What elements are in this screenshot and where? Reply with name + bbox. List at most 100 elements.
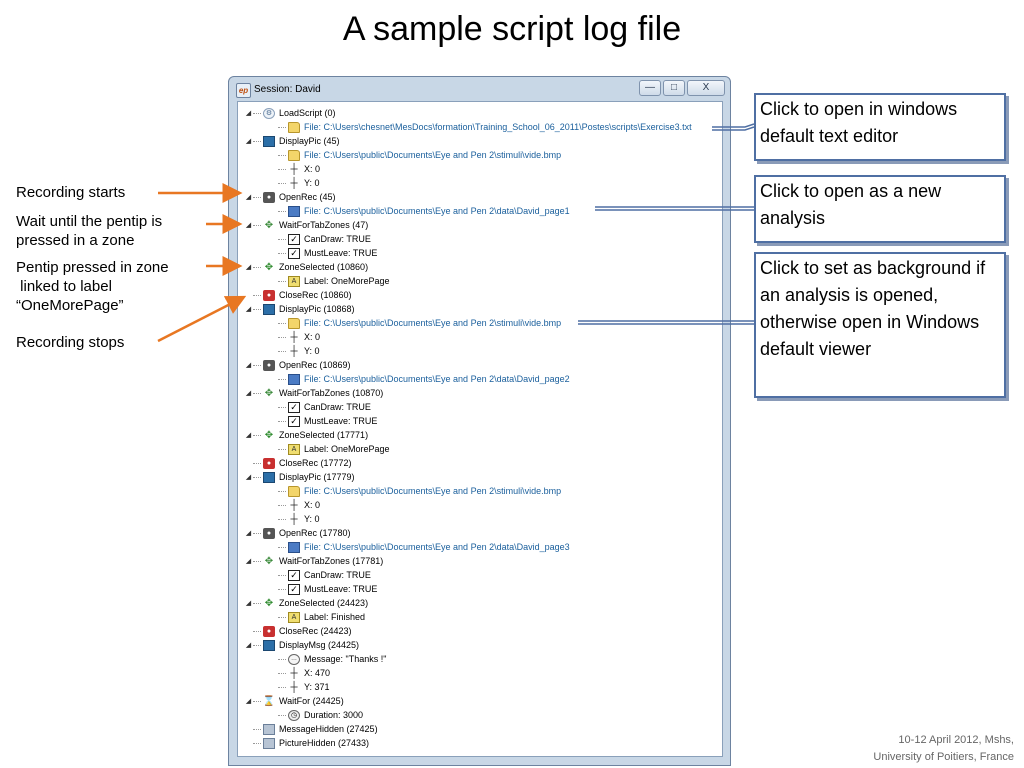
callout-text-editor: Click to open in windows default text ed…	[754, 93, 1006, 161]
expand-arrow-icon[interactable]: ◢	[245, 264, 252, 271]
tree-row-label: File: C:\Users\public\Documents\Eye and …	[304, 542, 570, 552]
tree-row-label: Y: 371	[304, 682, 330, 692]
tree-row[interactable]: ◢●OpenRec (10869)	[244, 358, 351, 372]
expand-arrow-icon[interactable]: ◢	[245, 306, 252, 313]
tree-row[interactable]: ┼Y: 0	[278, 344, 320, 358]
tree-row[interactable]: ●CloseRec (24423)	[244, 624, 352, 638]
tree-row[interactable]: …Message: "Thanks !"	[278, 652, 386, 666]
expand-arrow-icon[interactable]: ◢	[245, 110, 252, 117]
tree-connector	[278, 233, 286, 240]
tree-row[interactable]: ◢✥ZoneSelected (24423)	[244, 596, 368, 610]
tree-row-label: File: C:\Users\public\Documents\Eye and …	[304, 486, 562, 496]
expand-arrow-icon[interactable]: ◢	[245, 698, 252, 705]
tree-connector	[278, 345, 286, 352]
tree-row[interactable]: ◢DisplayPic (17779)	[244, 470, 355, 484]
expand-arrow-icon[interactable]: ◢	[245, 642, 252, 649]
tree-row[interactable]: ◢✥ZoneSelected (10860)	[244, 260, 368, 274]
tree-row[interactable]: ┼Y: 371	[278, 680, 330, 694]
expand-arrow-icon[interactable]: ◢	[245, 474, 252, 481]
tree-row-label: Label: OneMorePage	[304, 444, 390, 454]
tree-connector	[278, 415, 286, 422]
tree-row[interactable]: File: C:\Users\public\Documents\Eye and …	[278, 148, 561, 162]
tree-row-label: WaitFor (24425)	[279, 696, 344, 706]
tree-row[interactable]: ┼X: 0	[278, 330, 320, 344]
tree-row[interactable]: ●CloseRec (17772)	[244, 456, 352, 470]
tree-row[interactable]: ✓MustLeave: TRUE	[278, 582, 377, 596]
tree-row[interactable]: ◢✥WaitForTabZones (17781)	[244, 554, 383, 568]
label-icon: A	[288, 443, 300, 455]
tree-row[interactable]: ┼Y: 0	[278, 512, 320, 526]
footer: 10-12 April 2012, Mshs, University of Po…	[873, 732, 1014, 766]
tree-row[interactable]: A Label: OneMorePage	[278, 442, 390, 456]
expand-arrow-icon[interactable]: ◢	[245, 600, 252, 607]
script-log-tree[interactable]: ◢⚙LoadScript (0)File: C:\Users\chesnet\M…	[237, 101, 723, 757]
expand-arrow-icon[interactable]: ◢	[245, 432, 252, 439]
tree-row[interactable]: ✓CanDraw: TRUE	[278, 568, 371, 582]
tree-row[interactable]: ┼X: 0	[278, 498, 320, 512]
tree-connector	[278, 331, 286, 338]
tree-row[interactable]: ◢●OpenRec (17780)	[244, 526, 351, 540]
tree-row[interactable]: ◢DisplayPic (10868)	[244, 302, 355, 316]
tree-row[interactable]: ✓MustLeave: TRUE	[278, 414, 377, 428]
tree-row[interactable]: ◢⚙LoadScript (0)	[244, 106, 336, 120]
tree-row[interactable]: ◢DisplayMsg (24425)	[244, 638, 359, 652]
tree-connector	[253, 303, 261, 310]
tree-row[interactable]: ◢✥WaitForTabZones (47)	[244, 218, 368, 232]
tree-row[interactable]: ◷Duration: 3000	[278, 708, 363, 722]
tree-row-label: Label: OneMorePage	[304, 276, 390, 286]
tree-row-label: X: 470	[304, 668, 331, 678]
tree-row[interactable]: ┼Y: 0	[278, 176, 320, 190]
tree-row[interactable]: ◢●OpenRec (45)	[244, 190, 336, 204]
tree-row[interactable]: ✓CanDraw: TRUE	[278, 400, 371, 414]
tree-row-label: CanDraw: TRUE	[304, 234, 371, 244]
tree-row[interactable]: File: C:\Users\public\Documents\Eye and …	[278, 484, 561, 498]
tree-row[interactable]: ●CloseRec (10860)	[244, 288, 352, 302]
tree-row[interactable]: File: C:\Users\public\Documents\Eye and …	[278, 204, 570, 218]
tree-row[interactable]: A Label: OneMorePage	[278, 274, 390, 288]
expand-arrow-icon[interactable]: ◢	[245, 530, 252, 537]
tree-row[interactable]: ┼X: 0	[278, 162, 320, 176]
tree-row-label: ZoneSelected (10860)	[279, 262, 369, 272]
tree-row[interactable]: ◢✥ZoneSelected (17771)	[244, 428, 368, 442]
tree-row-label: MustLeave: TRUE	[304, 248, 378, 258]
tree-row-label: MustLeave: TRUE	[304, 416, 378, 426]
tree-row[interactable]: File: C:\Users\public\Documents\Eye and …	[278, 540, 570, 554]
tree-connector	[253, 219, 261, 226]
tree-row-label: CanDraw: TRUE	[304, 402, 371, 412]
tree-row[interactable]: File: C:\Users\public\Documents\Eye and …	[278, 316, 561, 330]
tree-row-label: LoadScript (0)	[279, 108, 336, 118]
tree-row-label: File: C:\Users\public\Documents\Eye and …	[304, 318, 562, 328]
tree-row[interactable]: ┼X: 470	[278, 666, 330, 680]
expand-arrow-icon[interactable]: ◢	[245, 222, 252, 229]
expand-arrow-icon[interactable]: ◢	[245, 194, 252, 201]
tree-row-label: File: C:\Users\public\Documents\Eye and …	[304, 374, 570, 384]
tree-row[interactable]: ◢DisplayPic (45)	[244, 134, 340, 148]
tree-row[interactable]: ◢⌛WaitFor (24425)	[244, 694, 344, 708]
axis-icon: ┼	[290, 499, 298, 511]
label-icon: A	[288, 275, 300, 287]
window-titlebar[interactable]: ep Session: David — □ X	[229, 77, 730, 101]
save-disk-icon	[288, 373, 300, 385]
clock-icon: ◷	[288, 709, 300, 721]
minimize-button[interactable]: —	[639, 80, 661, 96]
tree-row-label: Message: "Thanks !"	[304, 654, 387, 664]
tree-connector	[253, 135, 261, 142]
wait-zones-icon: ✥	[264, 555, 274, 567]
expand-arrow-icon[interactable]: ◢	[245, 138, 252, 145]
tree-row[interactable]: ◢✥WaitForTabZones (10870)	[244, 386, 383, 400]
expand-arrow-icon[interactable]: ◢	[245, 390, 252, 397]
picture-icon	[263, 303, 275, 315]
tree-row[interactable]: MessageHidden (27425)	[244, 722, 378, 736]
tree-row[interactable]: File: C:\Users\public\Documents\Eye and …	[278, 372, 570, 386]
maximize-button[interactable]: □	[663, 80, 685, 96]
tree-connector	[253, 429, 261, 436]
close-button[interactable]: X	[687, 80, 725, 96]
tree-row[interactable]: PictureHidden (27433)	[244, 736, 369, 750]
tree-row[interactable]: ✓CanDraw: TRUE	[278, 232, 371, 246]
tree-row[interactable]: File: C:\Users\chesnet\MesDocs\formation…	[278, 120, 692, 134]
expand-arrow-icon[interactable]: ◢	[245, 558, 252, 565]
tree-connector	[253, 191, 261, 198]
tree-row[interactable]: ✓MustLeave: TRUE	[278, 246, 377, 260]
expand-arrow-icon[interactable]: ◢	[245, 362, 252, 369]
